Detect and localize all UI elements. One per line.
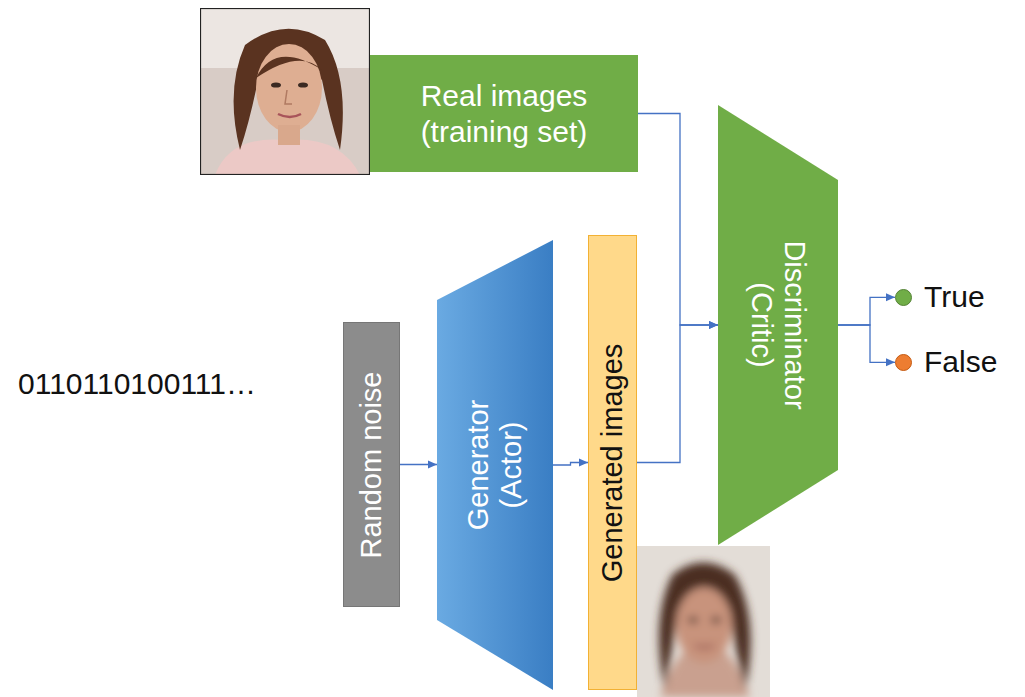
flow-arrow [553,463,588,466]
noise-box: Random noise [343,322,400,607]
flow-arrow [637,325,718,463]
discriminator-trapezoid: Discriminator (Critic) [718,105,838,545]
output-true: True [895,280,985,315]
output-label: True [924,280,985,315]
data-box: Real images (training set) [370,55,638,172]
flow-arrow [838,325,895,362]
output-label: False [924,345,997,380]
flow-arrow [400,464,437,465]
node-label: Generator (Actor) [462,363,529,568]
flow-arrow [838,297,895,325]
output-dot [895,354,912,371]
node-label: Discriminator (Critic) [745,208,812,443]
generated-face-photo [637,546,770,697]
node-label: Generated images [596,343,629,582]
flow-arrow [638,114,718,326]
output-dot [895,289,912,306]
output-false: False [895,345,997,380]
node-label: Real images (training set) [380,78,628,150]
generated-box: Generated images [588,235,637,690]
node-label: Random noise [355,371,388,558]
real-face-photo [200,8,370,175]
bit-string: 0110110100111… [18,366,256,402]
generator-trapezoid: Generator (Actor) [437,240,553,690]
